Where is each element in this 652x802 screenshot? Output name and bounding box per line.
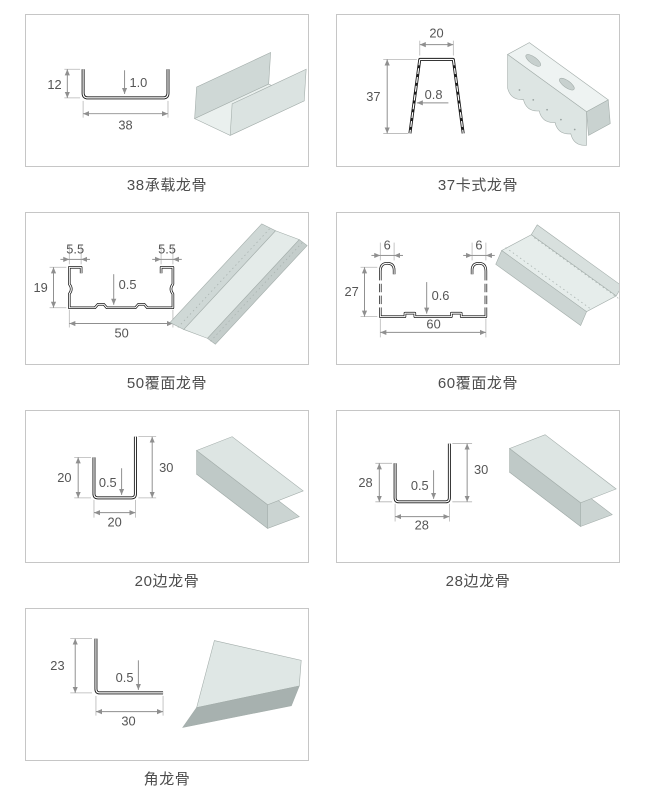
dim-lip-right-label: 5.5 (158, 241, 176, 256)
dim-width-label: 20 (108, 514, 122, 529)
profile-outline (81, 69, 170, 100)
cross-section-and-render: 20 30 0.5 20 (57, 436, 304, 530)
dim-width-label: 60 (426, 316, 440, 331)
render-3d-channel (193, 52, 307, 136)
dim-thickness-label: 1.0 (129, 75, 147, 90)
panel-keel-60: 6 6 27 0.6 60 (336, 212, 620, 393)
dim-thickness-label: 0.6 (432, 288, 450, 303)
dim-left-height-label: 20 (57, 470, 71, 485)
panel-label: 38承载龙骨 (126, 177, 208, 194)
dim-width-label: 28 (415, 517, 429, 532)
panel-frame: 20 37 0.8 (336, 14, 620, 167)
dim-height-label: 27 (345, 284, 359, 299)
cross-section-and-render: 20 37 0.8 (366, 26, 611, 146)
panel-label: 角龙骨 (143, 771, 191, 788)
panel-label: 20边龙骨 (134, 573, 200, 590)
panel-keel-50: 5.5 5.5 19 0.5 50 (25, 212, 309, 393)
dim-right-height-label: 30 (159, 460, 173, 475)
panel-keel-28: 28 30 0.5 28 28边龙骨 (336, 410, 620, 591)
dim-lip-left-label: 6 (384, 238, 391, 253)
cross-section-and-render: 5.5 5.5 19 0.5 50 (34, 223, 308, 345)
panel-frame: 12 1.0 38 (25, 14, 309, 167)
dim-width-label: 50 (114, 325, 128, 340)
dim-lip-left-label: 5.5 (66, 241, 84, 256)
cross-section-and-render: 12 1.0 38 (47, 52, 307, 136)
panel-frame: 6 6 27 0.6 60 (336, 212, 620, 365)
dim-lip-right-label: 6 (475, 238, 482, 253)
render-3d-edge-profile (196, 436, 304, 530)
panel-label: 37卡式龙骨 (437, 177, 519, 194)
dim-height-label: 12 (47, 77, 61, 92)
panel-keel-20: 20 30 0.5 20 20边龙骨 (25, 410, 309, 591)
panel-label: 50覆面龙骨 (126, 375, 208, 392)
dim-thickness-label: 0.5 (116, 670, 134, 685)
panel-keel-37: 20 37 0.8 37卡式龙骨 (336, 14, 620, 195)
dim-thickness-label: 0.8 (425, 87, 443, 102)
cross-section-and-render: 6 6 27 0.6 60 (345, 224, 619, 338)
dim-right-height-label: 30 (474, 462, 488, 477)
dim-thickness-label: 0.5 (411, 478, 429, 493)
dim-width-label: 30 (121, 713, 135, 728)
dim-height-label: 23 (50, 658, 64, 673)
panel-keel-38: 12 1.0 38 38承载龙骨 (25, 14, 309, 195)
dim-thickness-label: 0.5 (99, 475, 117, 490)
render-3d-clip-bar (507, 42, 611, 146)
render-3d-channel (169, 223, 308, 345)
cross-section-and-render: 28 30 0.5 28 (358, 434, 617, 532)
panel-label: 60覆面龙骨 (437, 375, 519, 392)
render-3d-edge-profile (508, 434, 617, 528)
render-3d-angle (182, 640, 302, 728)
dim-left-height-label: 28 (358, 475, 372, 490)
panel-frame: 28 30 0.5 28 (336, 410, 620, 563)
profile-outline (393, 443, 451, 504)
dim-top-width-label: 20 (429, 26, 443, 41)
dim-width-label: 38 (118, 117, 132, 132)
panel-keel-angle: 23 0.5 30 角龙骨 (25, 608, 309, 789)
panel-label: 28边龙骨 (445, 573, 511, 590)
panel-frame: 5.5 5.5 19 0.5 50 (25, 212, 309, 365)
dim-height-label: 37 (366, 89, 380, 104)
panel-frame: 20 30 0.5 20 (25, 410, 309, 563)
render-3d-channel (495, 224, 619, 326)
cross-section-and-render: 23 0.5 30 (50, 638, 302, 728)
dim-thickness-label: 0.5 (119, 277, 137, 292)
panel-frame: 23 0.5 30 (25, 608, 309, 761)
dim-height-label: 19 (34, 280, 48, 295)
